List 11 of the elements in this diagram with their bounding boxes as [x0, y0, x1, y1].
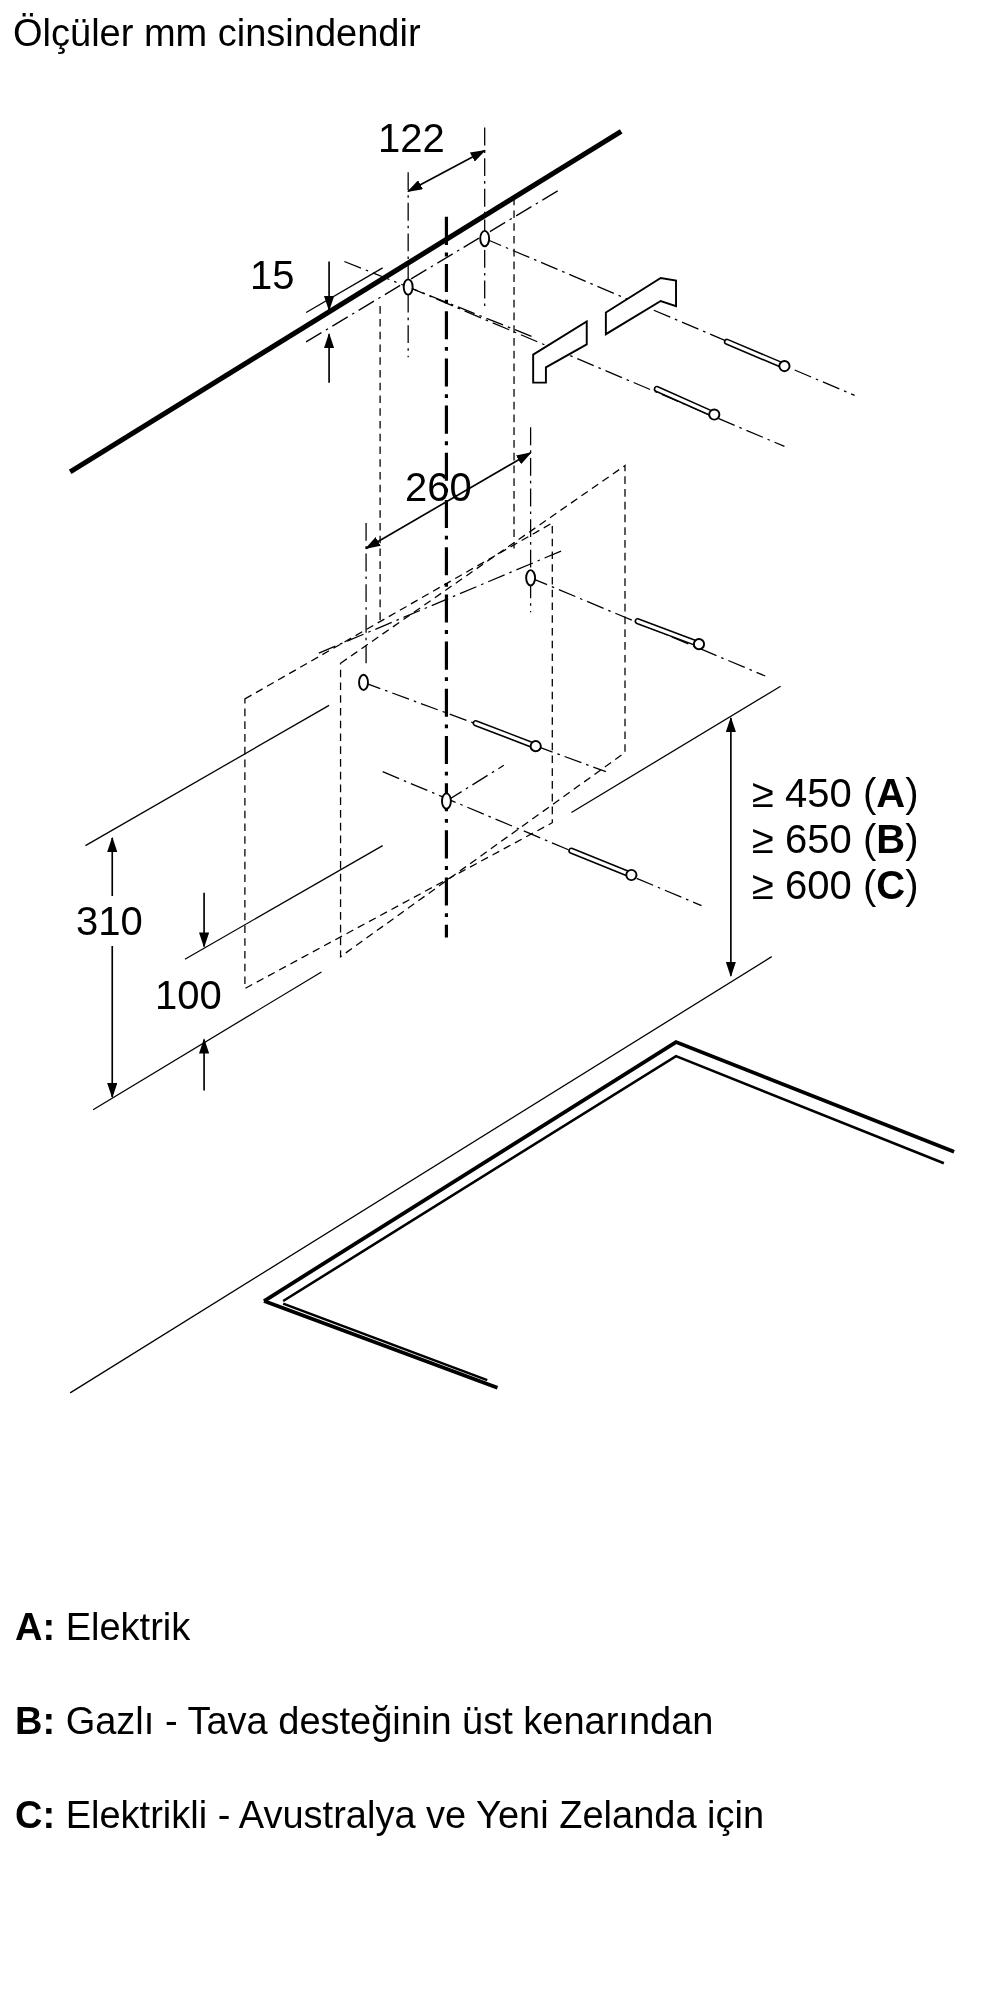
footnote: B: Gazlı - Tava desteğinin üst kenarından	[15, 1699, 714, 1744]
clearance-value: ≥ 450 (A)	[752, 770, 919, 817]
clearance-value: ≥ 650 (B)	[752, 816, 919, 863]
clearance-value: ≥ 600 (C)	[752, 862, 919, 909]
dimension-value: 260	[405, 464, 472, 511]
title: Ölçüler mm cinsindendir	[13, 11, 421, 56]
dimension-value: 100	[155, 972, 222, 1019]
dimension-value: 15	[250, 252, 295, 299]
footnote: C: Elektrikli - Avustralya ve Yeni Zelanda için	[15, 1793, 765, 1838]
dimension-value: 122	[378, 115, 445, 162]
footnote: A: Elektrik	[15, 1605, 192, 1650]
